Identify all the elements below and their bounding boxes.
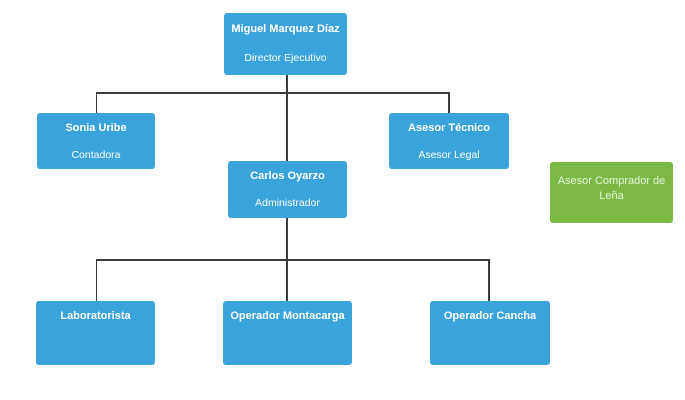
node-subtitle: Contadora bbox=[71, 149, 121, 161]
org-node-operador-montacarga[interactable]: Operador Montacarga bbox=[223, 301, 352, 365]
connector-administrador-down bbox=[286, 218, 288, 260]
connector-level2-horizontal bbox=[95, 92, 449, 94]
node-subtitle: Asesor Legal bbox=[418, 149, 480, 161]
connector-level3-horizontal bbox=[95, 259, 490, 261]
connector-drop-asesor-tecnico bbox=[448, 92, 450, 113]
node-subtitle: Administrador bbox=[255, 197, 320, 209]
org-node-laboratorista[interactable]: Laboratorista bbox=[36, 301, 155, 365]
org-node-contadora[interactable]: Sonia Uribe Contadora bbox=[37, 113, 155, 169]
connector-drop-operador-cancha bbox=[488, 259, 490, 301]
org-node-director-ejecutivo[interactable]: Miguel Marquez Díaz Director Ejecutivo bbox=[224, 13, 347, 75]
org-node-administrador[interactable]: Carlos Oyarzo Administrador bbox=[228, 161, 347, 218]
node-title: Miguel Marquez Díaz bbox=[231, 23, 340, 35]
node-title: Asesor Comprador de Leña bbox=[557, 175, 666, 202]
node-title: Operador Montacarga bbox=[230, 310, 345, 322]
node-subtitle: Director Ejecutivo bbox=[244, 52, 327, 64]
node-title: Laboratorista bbox=[60, 310, 131, 322]
connector-drop-operador-montacarga bbox=[286, 259, 288, 301]
org-node-asesor-comprador[interactable]: Asesor Comprador de Leña bbox=[550, 162, 673, 223]
org-node-asesor-tecnico[interactable]: Asesor Técnico Asesor Legal bbox=[389, 113, 509, 169]
node-title: Asesor Técnico bbox=[408, 122, 490, 134]
org-node-operador-cancha[interactable]: Operador Cancha bbox=[430, 301, 550, 365]
node-title: Sonia Uribe bbox=[65, 122, 127, 134]
connector-director-to-administrador bbox=[286, 75, 288, 161]
node-title: Operador Cancha bbox=[443, 310, 537, 322]
node-title: Carlos Oyarzo bbox=[250, 170, 325, 182]
connector-drop-laboratorista bbox=[95, 259, 97, 301]
connector-drop-contadora bbox=[95, 92, 97, 113]
